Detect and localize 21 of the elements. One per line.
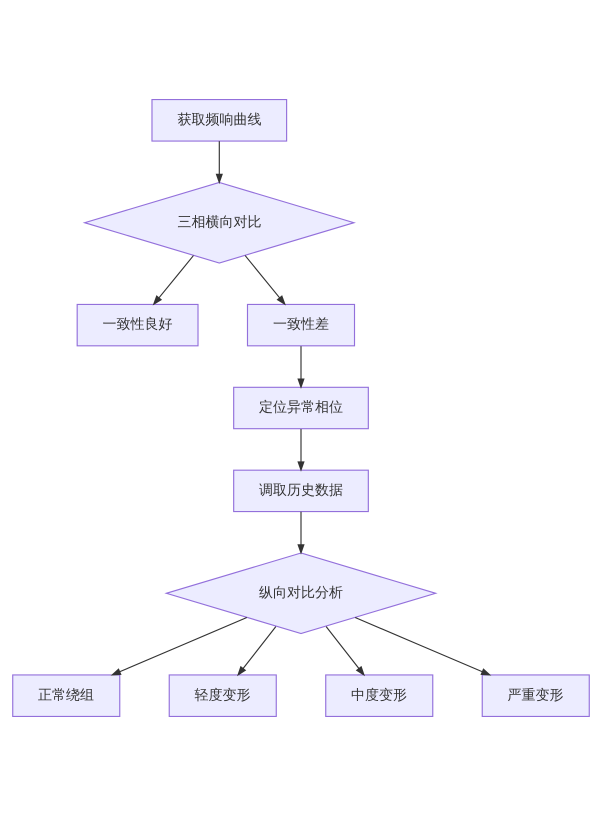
node-box: 严重变形 bbox=[482, 674, 590, 716]
arrow bbox=[297, 428, 305, 472]
node-box: 定位异常相位 bbox=[233, 386, 369, 429]
arrow bbox=[216, 140, 223, 184]
arrow bbox=[110, 616, 248, 676]
node-box: 中度变形 bbox=[325, 674, 434, 716]
node-diamond: 三相横向对比 bbox=[82, 181, 356, 264]
node-box: 调取历史数据 bbox=[233, 469, 369, 512]
arrow bbox=[152, 254, 194, 305]
node-box: 获取频响曲线 bbox=[151, 98, 288, 142]
arrow bbox=[297, 346, 305, 388]
node-box: 正常绕组 bbox=[12, 674, 120, 716]
node-box: 一致性差 bbox=[246, 303, 356, 346]
node-box: 轻度变形 bbox=[168, 674, 277, 716]
node-box: 一致性良好 bbox=[76, 303, 199, 346]
arrow bbox=[354, 616, 492, 676]
arrow bbox=[326, 626, 365, 676]
arrow bbox=[244, 254, 286, 305]
node-diamond: 纵向对比分析 bbox=[164, 552, 438, 634]
arrow bbox=[237, 626, 276, 676]
arrow bbox=[297, 511, 305, 554]
